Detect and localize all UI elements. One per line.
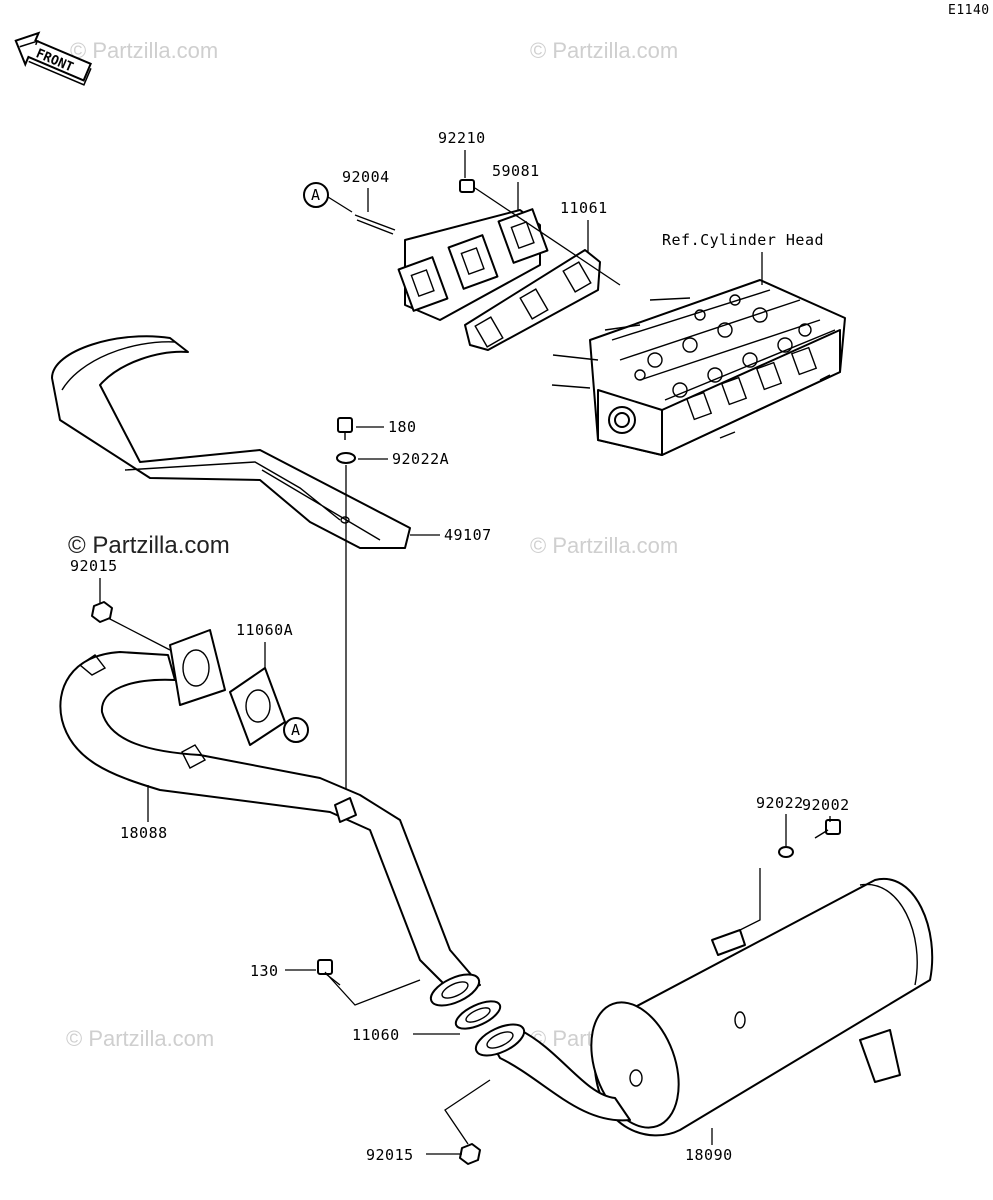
cylinder-head xyxy=(551,279,846,456)
part-number-18088: 18088 xyxy=(120,824,168,842)
leader-line xyxy=(107,617,171,651)
exhaust-pipe xyxy=(59,629,481,1007)
muffler xyxy=(474,877,934,1137)
part-number-59081: 59081 xyxy=(492,162,540,180)
part-number-130: 130 xyxy=(250,962,279,980)
watermark: © Partzilla.com xyxy=(68,532,230,559)
watermark: © Partzilla.com xyxy=(70,38,218,63)
watermark: © Partzilla.com xyxy=(530,38,678,63)
leader-line xyxy=(444,1079,491,1145)
bolt xyxy=(317,959,341,986)
exhaust-manifold xyxy=(397,208,549,321)
pipe-gasket-11060a xyxy=(229,667,286,746)
muffler-bracket xyxy=(51,335,411,549)
exhaust-manifold-gasket xyxy=(464,249,601,351)
part-number-92022: 92022 xyxy=(756,794,804,812)
nut xyxy=(459,179,475,193)
part-number-92004: 92004 xyxy=(342,168,390,186)
callout-a-label: A xyxy=(311,186,321,204)
diagram-code: E1140 xyxy=(948,3,990,18)
nut xyxy=(459,1143,481,1165)
part-number-92002: 92002 xyxy=(802,796,850,814)
stud-bolt xyxy=(354,214,396,235)
leader-line xyxy=(327,196,353,213)
leader-line xyxy=(324,971,421,1006)
part-number-11061: 11061 xyxy=(560,199,608,217)
callout-a-marker xyxy=(283,717,309,743)
part-number-18090: 18090 xyxy=(685,1146,733,1164)
leader-line xyxy=(474,187,621,286)
nut xyxy=(91,601,113,623)
pipe-gasket-11060 xyxy=(454,1000,502,1030)
part-number-92015: 92015 xyxy=(70,557,118,575)
leader-line xyxy=(739,868,761,931)
washer xyxy=(778,846,794,858)
watermark: © Partzilla.com xyxy=(66,1026,214,1051)
part-number-180: 180 xyxy=(388,418,417,436)
part-number-92015: 92015 xyxy=(366,1146,414,1164)
part-number-49107: 49107 xyxy=(444,526,492,544)
reference-cylinder-head-label: Ref.Cylinder Head xyxy=(662,231,824,249)
washer xyxy=(336,452,356,464)
part-number-92022a: 92022A xyxy=(392,450,449,468)
callout-a-label: A xyxy=(291,721,301,739)
watermark: © Partzilla.com xyxy=(530,533,678,558)
bolt xyxy=(814,819,841,839)
part-number-11060: 11060 xyxy=(352,1026,400,1044)
bolt xyxy=(337,417,353,433)
part-number-92210: 92210 xyxy=(438,129,486,147)
callout-a-marker xyxy=(303,182,329,208)
part-number-11060a: 11060A xyxy=(236,621,293,639)
